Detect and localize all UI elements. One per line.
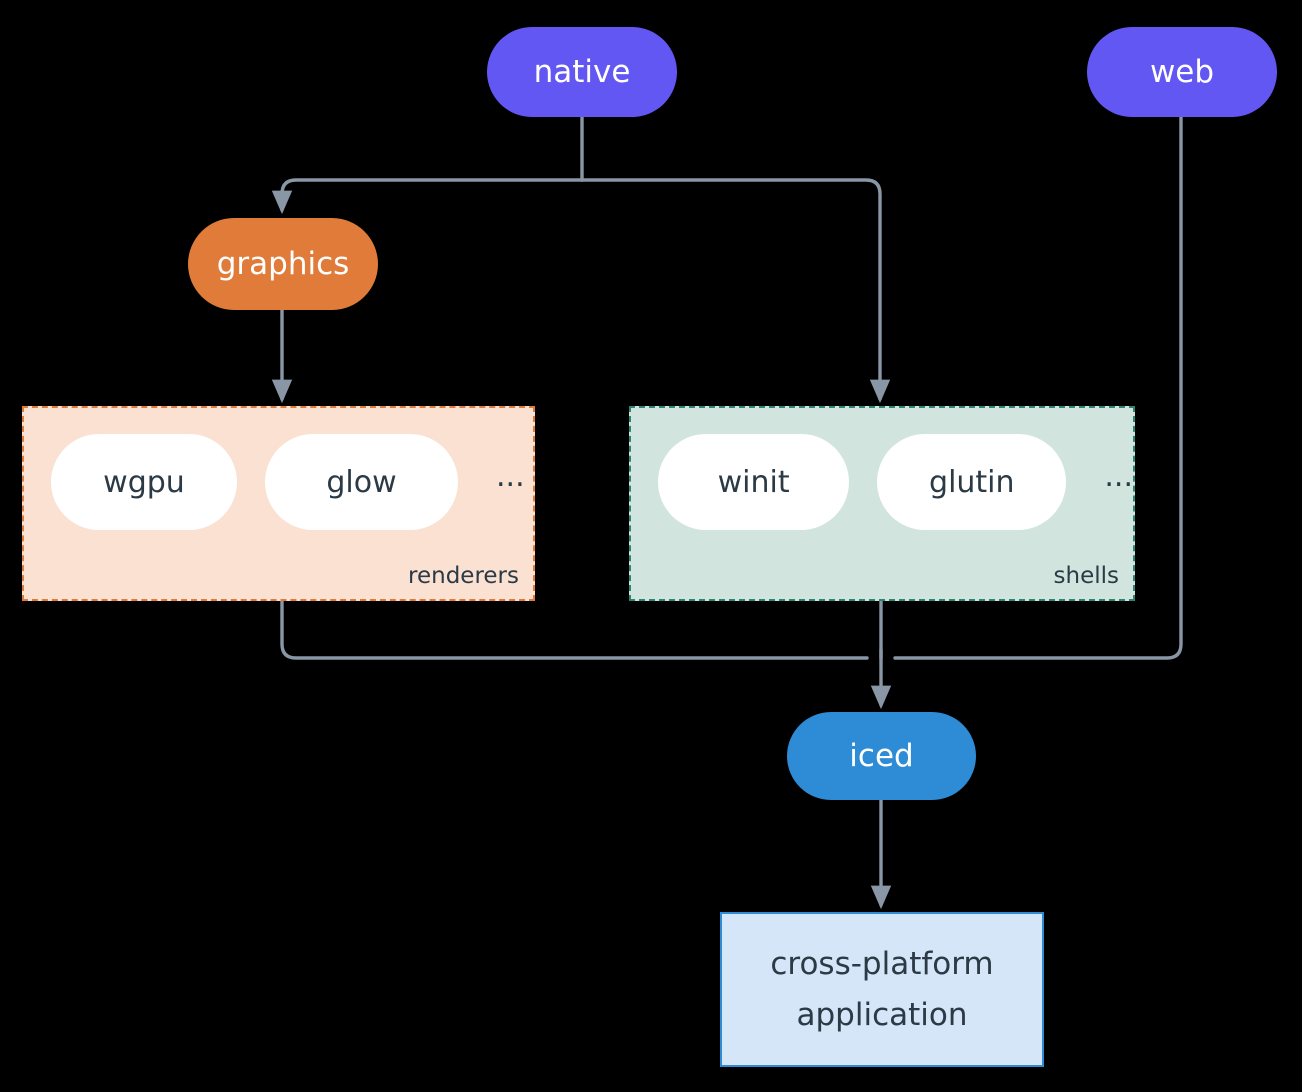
shells-chip-row: winit glutin ... [631, 434, 1133, 530]
group-shells: winit glutin ... shells [629, 406, 1135, 601]
renderers-more-ellipsis: ... [496, 459, 525, 494]
node-native[interactable]: native [487, 27, 677, 117]
chip-glutin-label: glutin [929, 464, 1015, 500]
shells-more-ellipsis: ... [1104, 459, 1133, 494]
edge-renderers-to-iced [280, 599, 869, 660]
group-shells-label: shells [1053, 563, 1119, 589]
node-graphics[interactable]: graphics [188, 218, 378, 310]
renderers-chip-row: wgpu glow ... [24, 434, 533, 530]
group-renderers: wgpu glow ... renderers [22, 406, 535, 601]
node-web[interactable]: web [1087, 27, 1277, 117]
node-cross-platform-application[interactable]: cross-platform application [720, 912, 1044, 1067]
edge-native-to-shells [580, 178, 891, 404]
edge-web-to-iced [893, 115, 1183, 660]
chip-wgpu[interactable]: wgpu [51, 434, 237, 530]
group-renderers-label: renderers [408, 563, 519, 589]
node-iced-label: iced [849, 737, 914, 774]
edge-native-to-graphics [271, 178, 584, 215]
chip-glutin[interactable]: glutin [877, 434, 1067, 530]
node-iced[interactable]: iced [787, 712, 976, 800]
chip-glow-label: glow [326, 464, 397, 500]
chip-winit-label: winit [717, 464, 790, 500]
application-label-line-2: application [796, 996, 968, 1033]
node-web-label: web [1149, 53, 1215, 90]
node-native-label: native [533, 53, 631, 90]
node-graphics-label: graphics [216, 245, 350, 282]
application-label-line-1: cross-platform [770, 945, 994, 982]
chip-glow[interactable]: glow [265, 434, 458, 530]
chip-winit[interactable]: winit [658, 434, 850, 530]
chip-wgpu-label: wgpu [103, 464, 185, 500]
